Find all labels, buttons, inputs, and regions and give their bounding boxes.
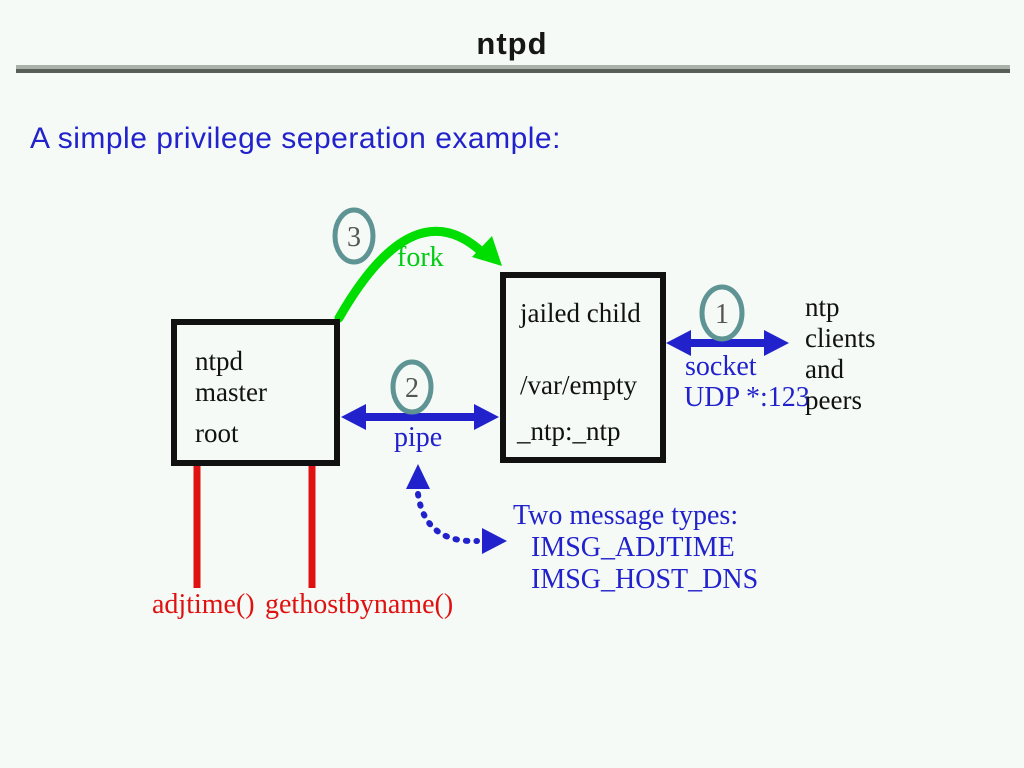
child-box-line-2: /var/empty bbox=[520, 370, 637, 400]
peers-line-3: and bbox=[805, 354, 844, 384]
fork-arrowhead bbox=[472, 236, 502, 266]
step-circle-3 bbox=[332, 207, 376, 265]
fork-arrow bbox=[334, 226, 491, 323]
title-rule bbox=[16, 65, 1010, 73]
pipe-arrowhead-left bbox=[341, 404, 366, 430]
gethostbyname-label: gethostbyname() bbox=[265, 589, 453, 620]
socket-label-line-2: UDP *:123 bbox=[684, 382, 810, 413]
peers-line-1: ntp bbox=[805, 292, 840, 322]
pipe-label: pipe bbox=[394, 422, 442, 453]
master-box-line-1: ntpd bbox=[195, 346, 244, 376]
step-number-1: 1 bbox=[715, 299, 729, 330]
step-number-3: 3 bbox=[347, 222, 361, 253]
peers-line-2: clients bbox=[805, 323, 875, 353]
socket-arrowhead-left bbox=[666, 330, 691, 356]
child-box bbox=[500, 272, 666, 463]
peers-line-4: peers bbox=[805, 385, 862, 415]
socket-arrowhead-right bbox=[764, 330, 789, 356]
step-number-2: 2 bbox=[405, 373, 419, 404]
message-item-2: IMSG_HOST_DNS bbox=[531, 564, 758, 595]
imsg-arrowhead-up bbox=[406, 464, 430, 489]
imsg-arrow bbox=[415, 491, 480, 545]
subtitle: A simple privilege seperation example: bbox=[30, 122, 561, 155]
message-item-1: IMSG_ADJTIME bbox=[531, 532, 735, 563]
fork-label: fork bbox=[397, 242, 444, 273]
master-box-line-2: master bbox=[195, 377, 267, 407]
messages-title: Two message types: bbox=[513, 500, 738, 531]
master-box bbox=[171, 319, 340, 466]
pipe-arrowhead-right bbox=[474, 404, 499, 430]
step-circle-1 bbox=[699, 284, 745, 342]
adjtime-label: adjtime() bbox=[152, 589, 255, 620]
master-box-line-3: root bbox=[195, 418, 239, 448]
child-box-line-3: _ntp:_ntp bbox=[516, 416, 621, 446]
child-box-line-1: jailed child bbox=[519, 298, 641, 328]
imsg-arrowhead-right bbox=[482, 528, 507, 554]
socket-label-line-1: socket bbox=[685, 351, 757, 382]
step-circle-2 bbox=[390, 359, 434, 415]
page-title: ntpd bbox=[476, 26, 548, 61]
